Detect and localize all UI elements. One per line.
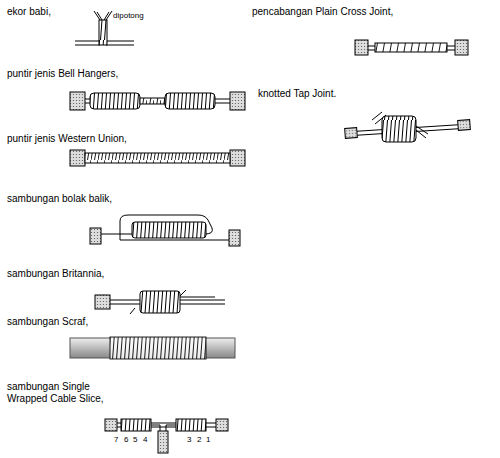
callout-number: 3: [187, 435, 191, 445]
callout-number: 1: [206, 435, 210, 445]
callout-number: 5: [133, 435, 137, 445]
caption: knotted Tap Joint.: [258, 88, 336, 100]
callout-number: 4: [143, 435, 147, 445]
caption: sambungan bolak balik,: [7, 193, 112, 205]
caption: puntir jenis Western Union,: [7, 133, 127, 145]
callout-number: 7: [114, 435, 118, 445]
britannia-splice: [95, 290, 225, 314]
caption: sambungan Scraf,: [7, 316, 88, 328]
caption: sambungan Britannia,: [7, 268, 104, 280]
plain-cross-joint: [355, 40, 468, 55]
bell-hangers-splice: [70, 92, 245, 110]
reverse-splice: [90, 215, 240, 246]
caption: puntir jenis Bell Hangers,: [7, 68, 118, 80]
knotted-tap-joint: [345, 112, 471, 142]
callout-number: 6: [124, 435, 128, 445]
caption: sambungan Single Wrapped Cable Slice,: [7, 381, 125, 405]
callout-number: 2: [197, 435, 201, 445]
caption: ekor babi,: [7, 6, 51, 18]
single-wrapped-cable-splice: [105, 419, 228, 453]
caption: pencabangan Plain Cross Joint,: [252, 6, 393, 18]
annotation: dipotong: [113, 11, 144, 21]
western-union-splice: [70, 150, 245, 166]
scarf-splice: [70, 337, 235, 359]
